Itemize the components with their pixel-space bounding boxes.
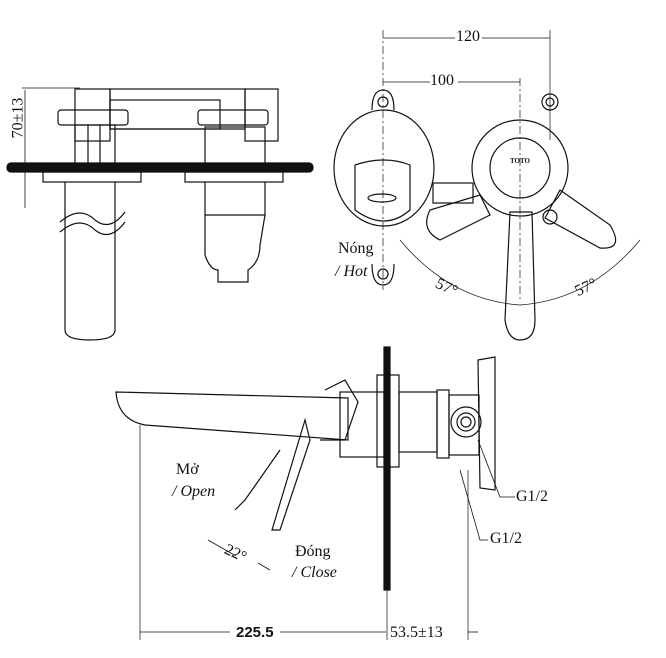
handle-right — [544, 189, 617, 249]
spout-reach-dimension: 225.5 — [236, 624, 274, 641]
handle-center — [504, 211, 536, 341]
hot-label: Nóng — [338, 240, 374, 257]
wall-depth-dimension: 53.5±13 — [390, 624, 443, 641]
thread-label-2: G1/2 — [490, 530, 522, 547]
height-dimension-label: 70±13 — [9, 97, 27, 139]
close-label: Đóng — [295, 543, 331, 560]
width-dimension-100: 100 — [430, 72, 454, 89]
handle-left — [426, 194, 491, 241]
logo-text: TOTO — [510, 157, 530, 165]
side-view — [115, 346, 515, 640]
open-label-en: / Open — [172, 483, 216, 500]
open-label: Mở — [176, 461, 199, 478]
thread-label-1: G1/2 — [516, 488, 548, 505]
hot-label-en: / Hot — [335, 263, 368, 280]
top-right-view — [333, 30, 641, 341]
width-dimension-120: 120 — [456, 28, 480, 45]
wall-plate — [6, 162, 314, 173]
close-label-en: / Close — [292, 564, 337, 581]
top-left-view — [6, 87, 314, 341]
wall-section — [383, 346, 391, 591]
